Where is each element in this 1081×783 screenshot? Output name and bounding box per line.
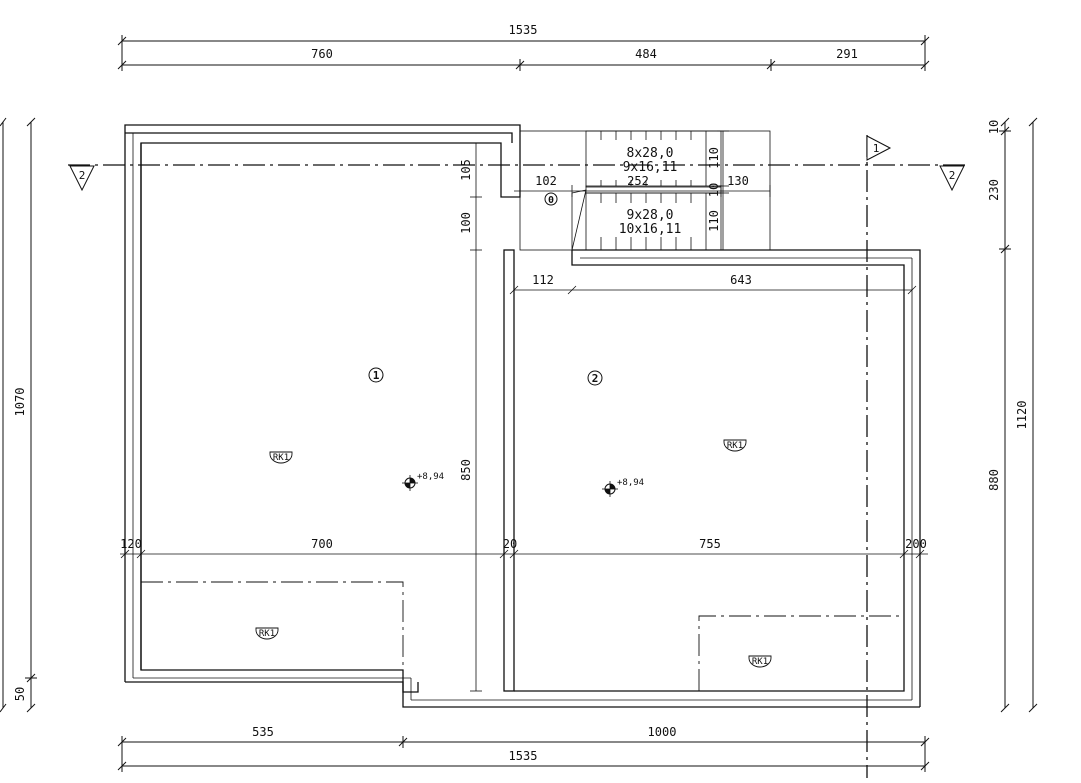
dim-inner-112: 112: [532, 273, 554, 287]
level-markers: +8,94 +8,94: [402, 472, 644, 497]
top-dimension-chain: 1535 760 484 291: [117, 23, 930, 71]
dim-right-total: 1120: [1015, 401, 1029, 430]
stair-lower-line1: 9x28,0: [627, 208, 674, 223]
dim-inner-100: 100: [459, 212, 473, 234]
dim-inner-850: 850: [459, 459, 473, 481]
dim-right-880: 880: [987, 469, 1001, 491]
stair-upper-line1: 8x28,0: [627, 146, 674, 161]
section-2-right-label: 2: [949, 169, 956, 182]
dim-bottom-total: 1535: [509, 749, 538, 763]
dim-row-755: 755: [699, 537, 721, 551]
dim-stair-110-bottom: 110: [707, 210, 721, 232]
rk1-tags: RK1 RK1 RK1 RK1: [255, 439, 772, 668]
staircase: 8x28,0 9x16,11 9x28,0 10x16,11 110 10 11…: [514, 125, 771, 251]
svg-text:RK1: RK1: [727, 441, 743, 451]
dim-right-230: 230: [987, 179, 1001, 201]
dim-inner-643: 643: [730, 273, 752, 287]
level-marker-1: +8,94: [402, 472, 444, 491]
dim-inner-130: 130: [727, 174, 749, 188]
rk1-tag-c: RK1: [723, 439, 747, 452]
dim-right-10: 10: [987, 120, 1001, 134]
dim-inner-105: 105: [459, 159, 473, 181]
rk1-tag-b: RK1: [255, 627, 279, 640]
stair-lower-line2: 10x16,11: [619, 222, 682, 237]
dim-stair-10: 10: [707, 183, 721, 197]
svg-text:RK1: RK1: [273, 453, 289, 463]
stair-upper-line2: 9x16,11: [623, 160, 678, 175]
room-labels: 1 2: [368, 367, 603, 386]
dim-top-total: 1535: [509, 23, 538, 37]
left-dimension-chain: 1070 50: [0, 117, 37, 713]
dim-left-total: 1070: [13, 388, 27, 417]
origin-marker: 0: [548, 195, 554, 206]
svg-text:RK1: RK1: [752, 657, 768, 667]
partition-wall: 105 100 850: [459, 142, 515, 692]
section-2-left-label: 2: [79, 169, 86, 182]
dim-top-seg3: 291: [836, 47, 858, 61]
dimension-112-643: 112 643: [509, 273, 917, 295]
rk1-tag-a: RK1: [269, 451, 293, 464]
svg-text:RK1: RK1: [259, 629, 275, 639]
dashed-zones: [141, 581, 904, 691]
dim-row-200: 200: [905, 537, 927, 551]
level-2-value: +8,94: [617, 478, 644, 488]
dim-row-120: 120: [120, 537, 142, 551]
right-room-walls: [514, 249, 921, 707]
dimension-row-mid: 120 700 20 755 200: [120, 537, 928, 559]
room-2-label: 2: [592, 372, 599, 385]
dim-bottom-seg2: 1000: [648, 725, 677, 739]
section-1-label: 1: [873, 142, 880, 155]
dim-top-seg2: 484: [635, 47, 657, 61]
dim-top-seg1: 760: [311, 47, 333, 61]
section-axes: 2 2 1: [68, 135, 965, 778]
level-marker-2: +8,94: [602, 478, 644, 497]
dim-bottom-seg1: 535: [252, 725, 274, 739]
dim-stair-110-top: 110: [707, 147, 721, 169]
dim-inner-102: 102: [535, 174, 557, 188]
dim-inner-252: 252: [627, 174, 649, 188]
bottom-dimension-chain: 535 1000 1535: [117, 725, 930, 772]
dim-row-700: 700: [311, 537, 333, 551]
left-room-walls: [124, 124, 920, 708]
room-1-label: 1: [373, 369, 380, 382]
right-dimension-chain: 10 230 880 1120: [987, 117, 1038, 713]
rk1-tag-d: RK1: [748, 655, 772, 668]
level-1-value: +8,94: [417, 472, 444, 482]
dim-left-small: 50: [13, 687, 27, 701]
dim-row-20: 20: [503, 537, 517, 551]
